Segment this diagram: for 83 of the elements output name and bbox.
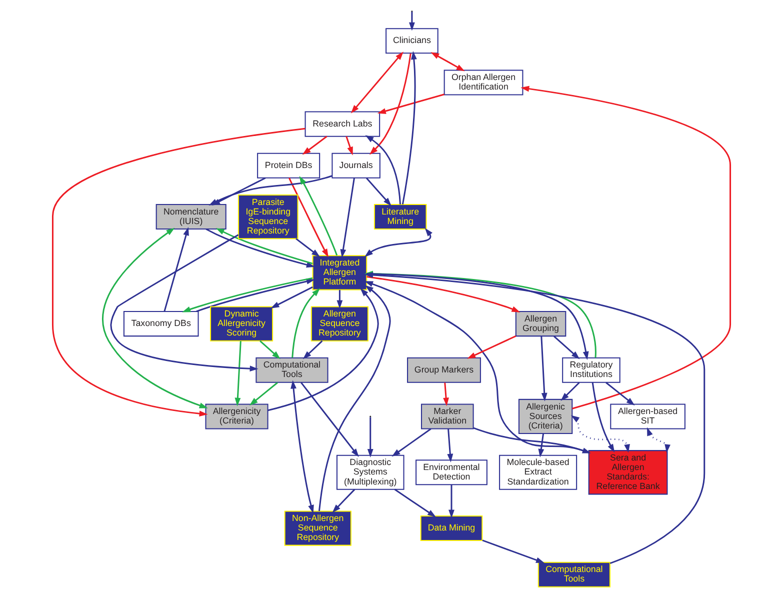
arrow (234, 340, 242, 406)
node-box: Environmental Detection (416, 460, 488, 486)
arrow (249, 382, 278, 406)
node-box: Research Labs (304, 111, 380, 137)
arrow (366, 276, 520, 312)
arrow (296, 238, 320, 257)
arrow (570, 415, 630, 453)
node-box: Diagnostic Systems (Multiplexing) (336, 454, 404, 490)
arrow (302, 340, 323, 360)
arrow (369, 53, 412, 155)
arrow (290, 380, 314, 514)
arrow (206, 228, 315, 268)
arrow (554, 336, 580, 360)
arrow (302, 136, 328, 155)
node-box: Journals (332, 152, 380, 178)
node-box: Parasite IgE-binding Sequence Repository (238, 194, 298, 240)
arrow (402, 51, 417, 205)
arrow (647, 427, 670, 453)
arrow (482, 540, 544, 564)
node-box: Computational Tools (256, 357, 328, 383)
arrow (365, 135, 401, 204)
arrow (216, 228, 313, 264)
arrow (182, 277, 313, 312)
arrow (350, 52, 404, 114)
node-box: Allergenicity (Criteria) (205, 404, 268, 430)
arrow (448, 484, 454, 518)
arrow (443, 382, 449, 406)
node-box: Allergen Grouping (515, 311, 566, 337)
arrow (430, 52, 465, 72)
arrow (520, 86, 732, 410)
node-box: Molecule-based Extract Standardization (499, 454, 578, 490)
arrow (540, 336, 548, 402)
arrow (592, 382, 615, 453)
arrow (318, 285, 391, 512)
node-box: Allergen Sequence Repository (310, 306, 368, 342)
node-box: Group Markers (407, 357, 481, 383)
node-box: Integrated Allergen Platform (312, 255, 368, 290)
arrow (467, 335, 516, 359)
node-box: Marker Validation (420, 404, 474, 430)
node-box: Computational Tools (538, 562, 610, 588)
arrow (300, 382, 359, 457)
arrow (268, 288, 379, 412)
arrow (560, 382, 580, 401)
arrow (473, 427, 591, 454)
node-box: Taxonomy DBs (123, 311, 199, 337)
node-box: Non-Allergen Sequence Repository (284, 510, 352, 546)
arrow (366, 178, 392, 206)
node-box: Nomenclature (IUIS) (156, 204, 226, 230)
arrow (394, 488, 436, 518)
node-box: Data Mining (420, 516, 483, 542)
arrow (538, 433, 544, 458)
node-box: Clinicians (386, 28, 438, 54)
node-box: Literature Mining (374, 204, 427, 230)
arrow (346, 136, 353, 156)
arrow (408, 12, 415, 31)
arrow (288, 178, 328, 258)
arrow (52, 128, 306, 417)
arrow (364, 281, 589, 454)
arrow (340, 178, 355, 258)
node-box: Allergen-based SIT (610, 404, 686, 430)
node-box: Sera and Allergen Standards: Reference Bank (588, 450, 668, 495)
arrow (270, 286, 313, 308)
arrow (364, 228, 432, 258)
arrow (332, 488, 356, 513)
arrow (392, 428, 432, 457)
arrow (292, 288, 320, 358)
node-box: Protein DBs (257, 152, 320, 178)
arrow (164, 226, 189, 312)
arrow (367, 417, 374, 458)
arrow (336, 290, 343, 309)
arrow (447, 428, 454, 462)
arrow (102, 228, 208, 408)
arrow (260, 340, 280, 360)
arrow (110, 234, 258, 372)
arrow (364, 272, 706, 564)
node-box: Dynamic Allergenicity Scoring (210, 306, 274, 342)
node-box: Regulatory Institutions (562, 357, 620, 383)
arrow (196, 278, 315, 312)
arrow (299, 176, 338, 256)
node-box: Orphan Allergen Identification (444, 70, 524, 96)
arrow (606, 382, 635, 406)
node-box: Allergenic Sources (Criteria) (518, 398, 573, 434)
arrow (377, 94, 444, 114)
